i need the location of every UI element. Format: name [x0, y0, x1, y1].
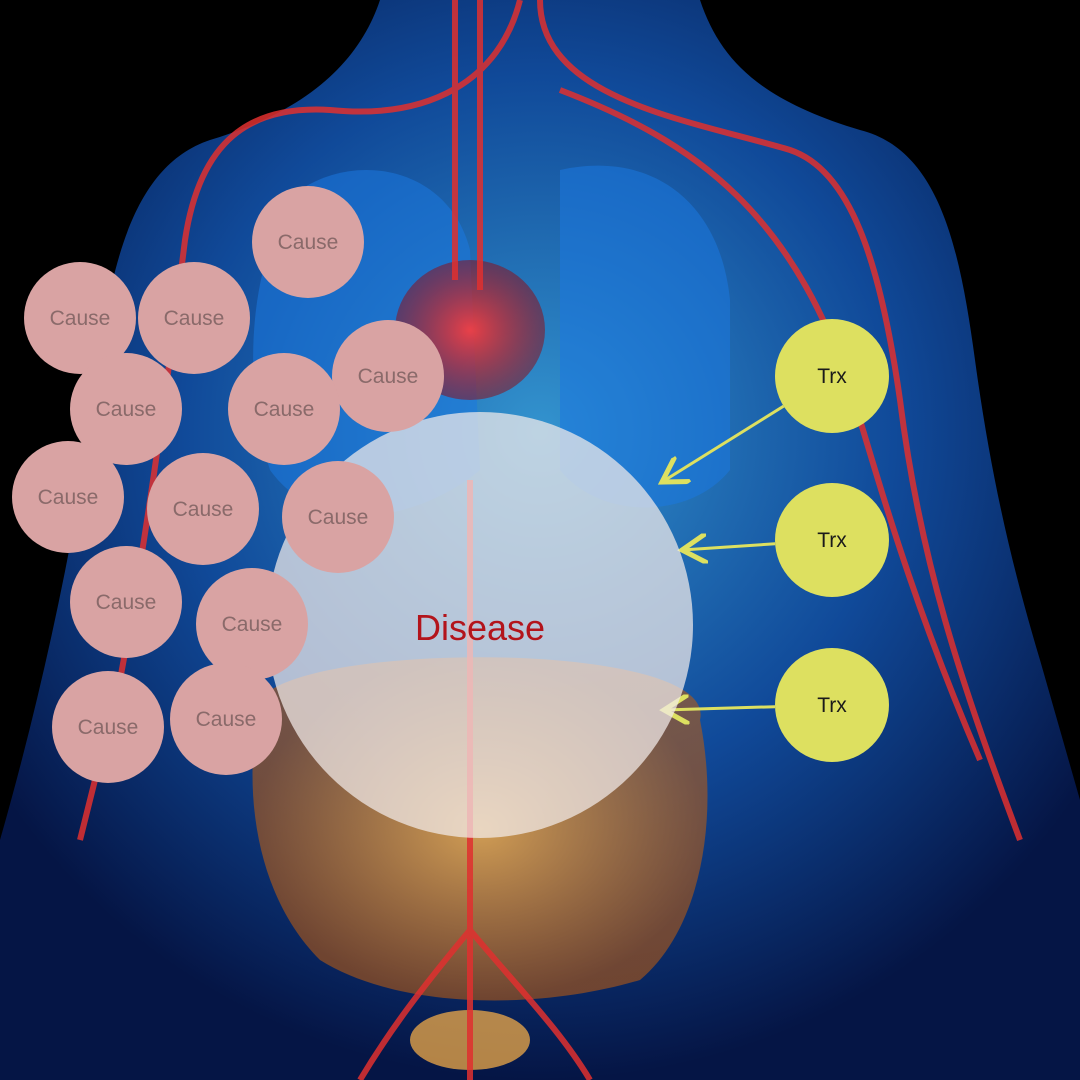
disease-label: Disease	[415, 607, 545, 648]
treatment-node: Trx	[775, 648, 889, 762]
cause-label: Cause	[358, 365, 419, 388]
cause-label: Cause	[196, 708, 257, 731]
cause-label: Cause	[50, 307, 111, 330]
cause-node: Cause	[332, 320, 444, 432]
cause-node: Cause	[282, 461, 394, 573]
cause-label: Cause	[222, 613, 283, 636]
treatment-label: Trx	[817, 529, 847, 552]
cause-label: Cause	[38, 486, 99, 509]
cause-label: Cause	[96, 398, 157, 421]
treatment-label: Trx	[817, 365, 847, 388]
cause-node: Cause	[12, 441, 124, 553]
cause-node: Cause	[70, 546, 182, 658]
treatment-label: Trx	[817, 694, 847, 717]
cause-label: Cause	[96, 591, 157, 614]
cause-node: Cause	[147, 453, 259, 565]
cause-node: Cause	[228, 353, 340, 465]
treatment-node: Trx	[775, 319, 889, 433]
cause-label: Cause	[173, 498, 234, 521]
cause-node: Cause	[52, 671, 164, 783]
cause-node: Cause	[170, 663, 282, 775]
cause-label: Cause	[164, 307, 225, 330]
cause-label: Cause	[254, 398, 315, 421]
treatment-node: Trx	[775, 483, 889, 597]
cause-label: Cause	[308, 506, 369, 529]
cause-node: Cause	[138, 262, 250, 374]
cause-label: Cause	[278, 231, 339, 254]
cause-node: Cause	[196, 568, 308, 680]
cause-label: Cause	[78, 716, 139, 739]
cause-node: Cause	[252, 186, 364, 298]
